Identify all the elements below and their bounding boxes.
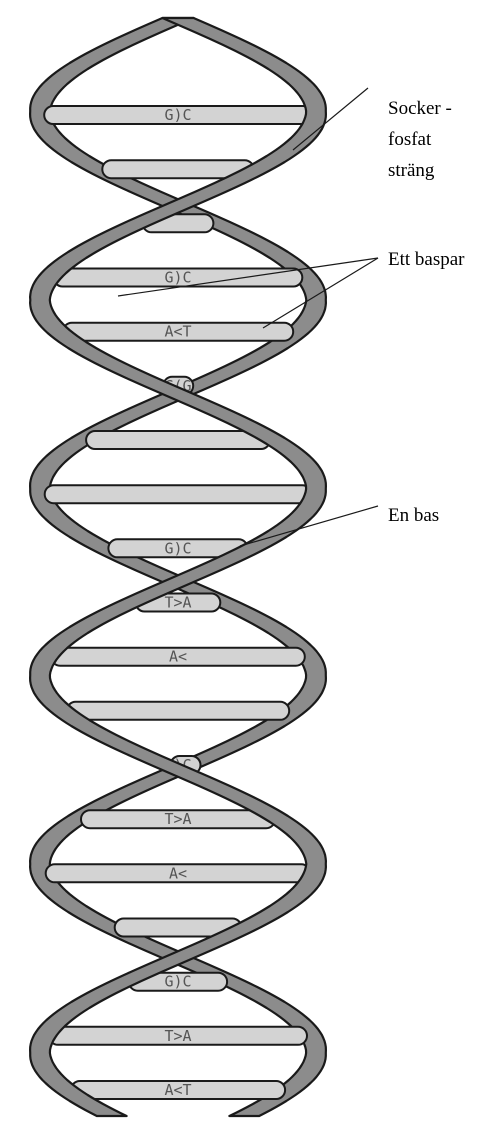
rung-base-letters: A< (169, 648, 187, 666)
base-pair-rung (86, 431, 270, 449)
rung-bar (86, 431, 270, 449)
rung-base-letters: T>A (164, 1027, 191, 1045)
base-pair-rung: G)C (54, 269, 303, 287)
rung-base-letters: G)C (164, 106, 191, 124)
rung-bar (67, 702, 290, 720)
backbone-label: Socker - fosfat sträng (388, 98, 452, 181)
base-pair-rung (67, 702, 290, 720)
rung-base-letters: G)C (164, 269, 191, 287)
front-strand (30, 18, 326, 1116)
rung-base-letters: G)C (164, 973, 191, 991)
base-pair-rung: A<T (71, 1081, 285, 1099)
rung-base-letters: A< (169, 864, 187, 882)
rung-base-letters: A<T (164, 323, 191, 341)
rung-base-letters: T>A (164, 594, 191, 612)
base-label: En bas (388, 505, 439, 526)
rung-base-letters: T>A (164, 810, 191, 828)
base-pair-rung: A< (51, 648, 305, 666)
leader-lines (118, 88, 378, 546)
base-pair-rung: A< (46, 864, 311, 882)
rung-base-letters: A<T (164, 1081, 191, 1099)
base-pair-rung (45, 485, 312, 503)
base-pair-rung: T>A (49, 1027, 307, 1045)
backbone-label-line-2: fosfat (388, 129, 432, 150)
rung-bar (45, 485, 312, 503)
base-pair-rung: G)C (44, 106, 312, 124)
backbone-label-line-3: sträng (388, 160, 435, 181)
base-pair-rung: T>A (81, 810, 275, 828)
base-pair-label: Ett baspar (388, 249, 465, 270)
backbone-label-line-1: Socker - (388, 98, 452, 119)
base-pair-rung: A<T (63, 323, 293, 341)
rung-base-letters: G)C (164, 539, 191, 557)
strand-a (30, 18, 326, 1116)
